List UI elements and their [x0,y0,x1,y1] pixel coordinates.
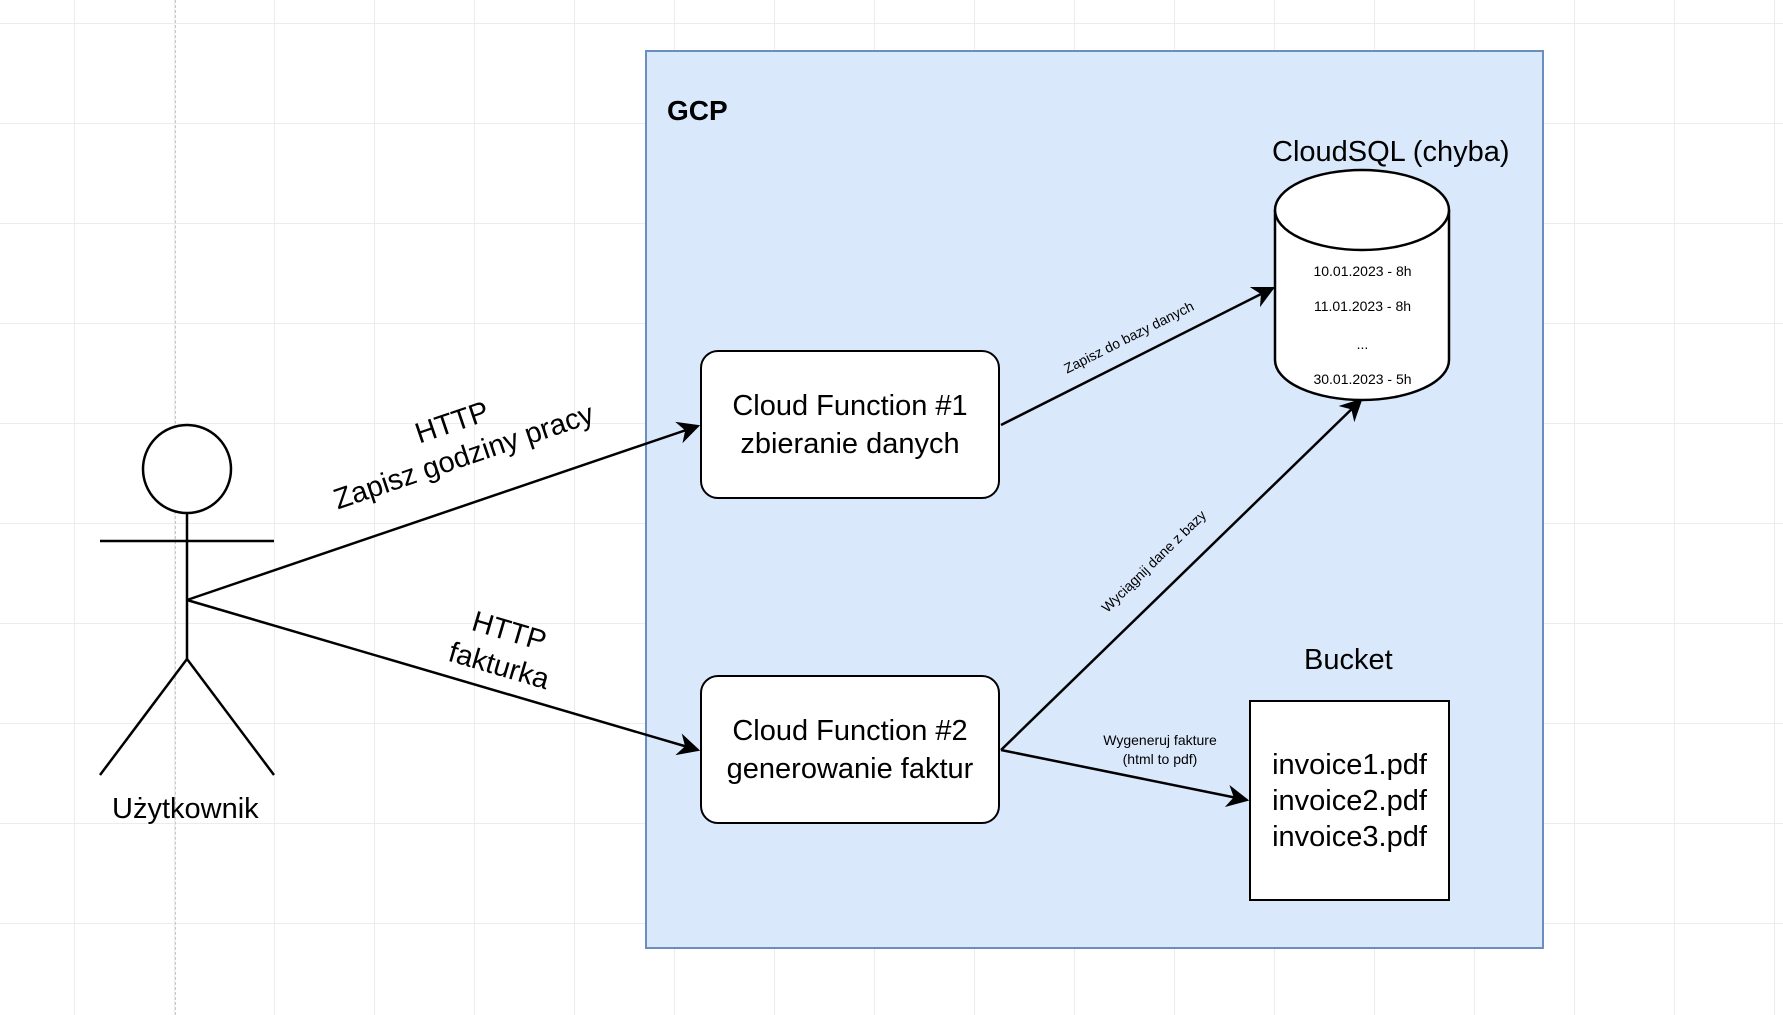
cloud-function-1[interactable]: Cloud Function #1 zbieranie danych [700,350,1000,499]
database-cylinder[interactable] [1273,168,1451,402]
gcp-frame-title: GCP [667,95,728,126]
arrow-cf2-to-db[interactable] [1000,398,1363,751]
edge-label-generate: Wygeneruj fakture (html to pdf) [1085,731,1235,769]
arrow-cf1-to-db[interactable] [1000,286,1276,427]
bucket-file: invoice1.pdf [1272,748,1427,781]
arrow-user-to-cf2[interactable] [186,598,701,756]
bucket-file: invoice3.pdf [1272,820,1427,853]
actor-head [141,423,233,515]
actor-figure[interactable] [99,423,275,776]
bucket-file: invoice2.pdf [1272,784,1427,817]
edge-label-generate-line2: (html to pdf) [1122,751,1198,767]
database-title: CloudSQL (chyba) [1272,136,1510,168]
bucket-title: Bucket [1304,644,1393,676]
cloud-function-2-subtitle: generowanie faktur [726,752,974,785]
actor-left-leg [99,658,188,776]
edge-label-generate-line1: Wygeneruj fakture [1103,732,1217,748]
arrow-user-to-cf1[interactable] [186,421,701,602]
database-row: 11.01.2023 - 8h [1313,298,1412,314]
actor-label: Użytkownik [112,793,259,825]
database-row: ... [1356,336,1369,352]
cloud-function-1-title: Cloud Function #1 [732,389,968,422]
cloud-function-2-title: Cloud Function #2 [732,714,968,747]
actor-right-leg [186,658,275,776]
database-row: 10.01.2023 - 8h [1313,263,1412,279]
database-row: 30.01.2023 - 5h [1313,371,1412,387]
bucket-box[interactable]: invoice1.pdf invoice2.pdf invoice3.pdf [1249,700,1450,901]
arrow-cf2-to-bucket[interactable] [1000,748,1250,807]
cloud-function-2[interactable]: Cloud Function #2 generowanie faktur [700,675,1000,824]
cloud-function-1-subtitle: zbieranie danych [740,427,960,460]
